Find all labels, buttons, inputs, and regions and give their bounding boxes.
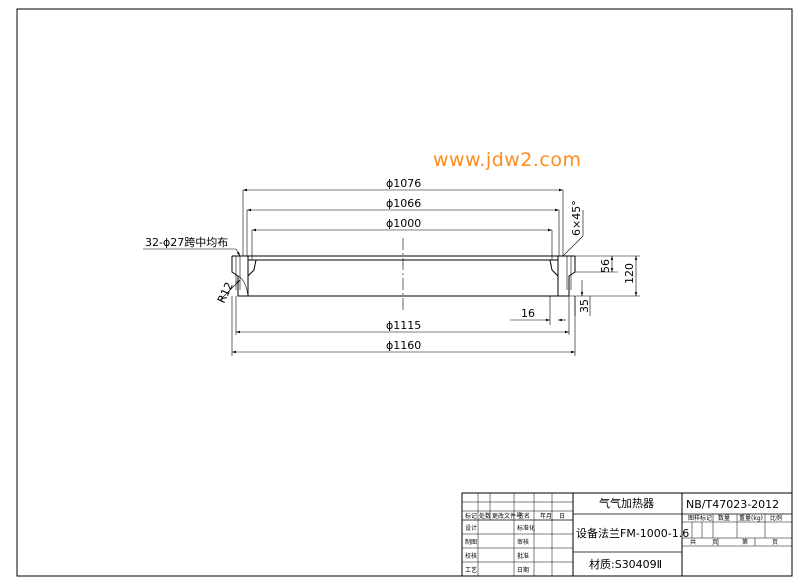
tb-col-doc: 更改文件号 — [492, 512, 522, 520]
tb-col-mark: 标记 — [465, 512, 477, 520]
tb-sheet-unit2: 页 — [772, 539, 778, 546]
tb-stage-mark: 图样标记 — [688, 514, 712, 522]
title-block — [461, 492, 793, 577]
tb-sheet-no: 第 — [742, 538, 748, 546]
tb-col-sign: 签名 — [518, 512, 530, 520]
tb-weight: 重量(kg) — [739, 514, 763, 522]
tb-row-std: 标准化 — [517, 524, 535, 532]
tb-sheet-total: 共 — [690, 538, 696, 546]
tb-row-process: 工艺 — [465, 566, 477, 574]
dim-d1076: ϕ1076 — [386, 177, 421, 190]
dim-chamfer: 6×45° — [570, 200, 583, 236]
dim-h35: 35 — [578, 299, 591, 313]
tb-row-date: 日期 — [517, 566, 529, 574]
dim-d1066: ϕ1066 — [386, 197, 421, 210]
tb-row-review: 审核 — [517, 538, 529, 546]
drawing-frame — [16, 8, 793, 577]
tb-part-name: 设备法兰FM-1000-1.6 — [576, 526, 689, 540]
dim-h120: 120 — [623, 263, 636, 284]
dim-radius: R12 — [215, 280, 236, 305]
tb-drawing-no: NB/T47023-2012 — [686, 498, 779, 511]
tb-col-ymd: 年 — [540, 512, 546, 520]
tb-row-approve: 批准 — [517, 552, 529, 560]
dim-d1000: ϕ1000 — [386, 217, 421, 230]
tb-weight-qty: 数量 — [718, 514, 730, 522]
tb-col-month: 月 — [546, 513, 552, 520]
tb-product-name: 气气加热器 — [599, 496, 654, 510]
dim-h56: 56 — [599, 259, 612, 273]
dim-d1115: ϕ1115 — [386, 319, 421, 332]
tb-row-check: 校核 — [465, 552, 477, 560]
watermark-text: www.jdw2.com — [433, 149, 582, 171]
dimension-lines — [143, 188, 640, 356]
tb-col-day: 日 — [559, 513, 565, 520]
dim-holes: 32-ϕ27跨中均布 — [145, 236, 228, 249]
tb-scale: 比例 — [770, 514, 782, 522]
tb-material: 材质:S30409Ⅱ — [589, 557, 662, 571]
tb-col-qty: 处数 — [479, 512, 491, 520]
tb-row-draw: 制图 — [465, 538, 477, 546]
dim-d1160: ϕ1160 — [386, 339, 421, 352]
tb-sheet-unit: 页 — [712, 539, 718, 546]
flange-section — [231, 255, 576, 297]
tb-row-design: 设计 — [465, 524, 477, 532]
dim-w16: 16 — [521, 307, 535, 320]
